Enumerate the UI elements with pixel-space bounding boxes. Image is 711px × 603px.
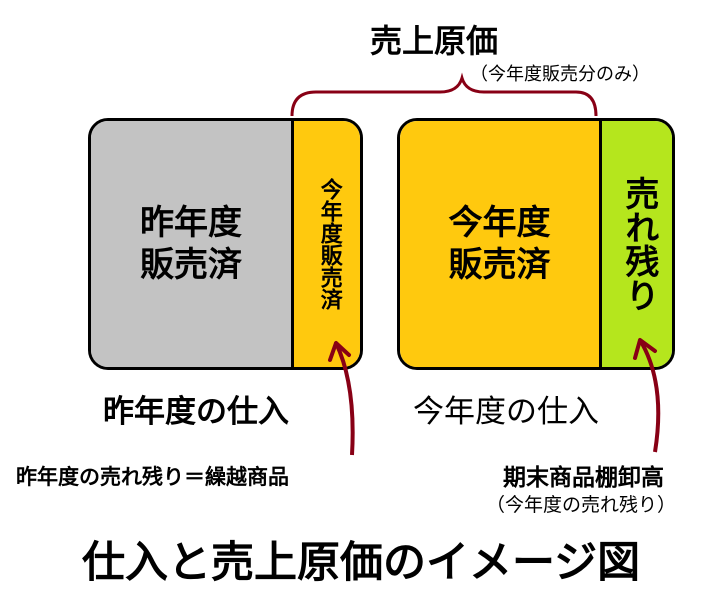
carryover-note: 昨年度の売れ残り＝繰越商品	[16, 465, 289, 489]
unsold-cell: 売れ残り	[599, 121, 672, 367]
ending-inventory-label: 期末商品棚卸高	[503, 465, 664, 491]
current-year-purchase-label: 今年度の仕入	[413, 394, 599, 430]
cogs-note: （今年度販売分のみ）	[470, 64, 650, 85]
cogs-title: 売上原価	[370, 22, 499, 60]
carryover-sold-cell: 今年度販売済	[291, 121, 360, 367]
unsold-label: 売れ残り	[618, 176, 659, 312]
diagram-title: 仕入と売上原価のイメージ図	[82, 538, 641, 588]
current-year-sold-cell: 今年度 販売済	[400, 121, 599, 367]
ending-inventory-note: （今年度の売れ残り）	[486, 494, 677, 516]
previous-year-sold-cell: 昨年度 販売済	[91, 121, 291, 367]
current-year-sold-label: 今年度 販売済	[448, 202, 551, 286]
current-year-purchase-box: 今年度 販売済 売れ残り	[397, 118, 675, 370]
previous-year-purchase-box: 昨年度 販売済 今年度販売済	[88, 118, 363, 370]
previous-year-sold-label: 昨年度 販売済	[140, 202, 242, 286]
carryover-sold-label: 今年度販売済	[316, 178, 342, 310]
previous-year-purchase-label: 昨年度の仕入	[103, 394, 289, 430]
